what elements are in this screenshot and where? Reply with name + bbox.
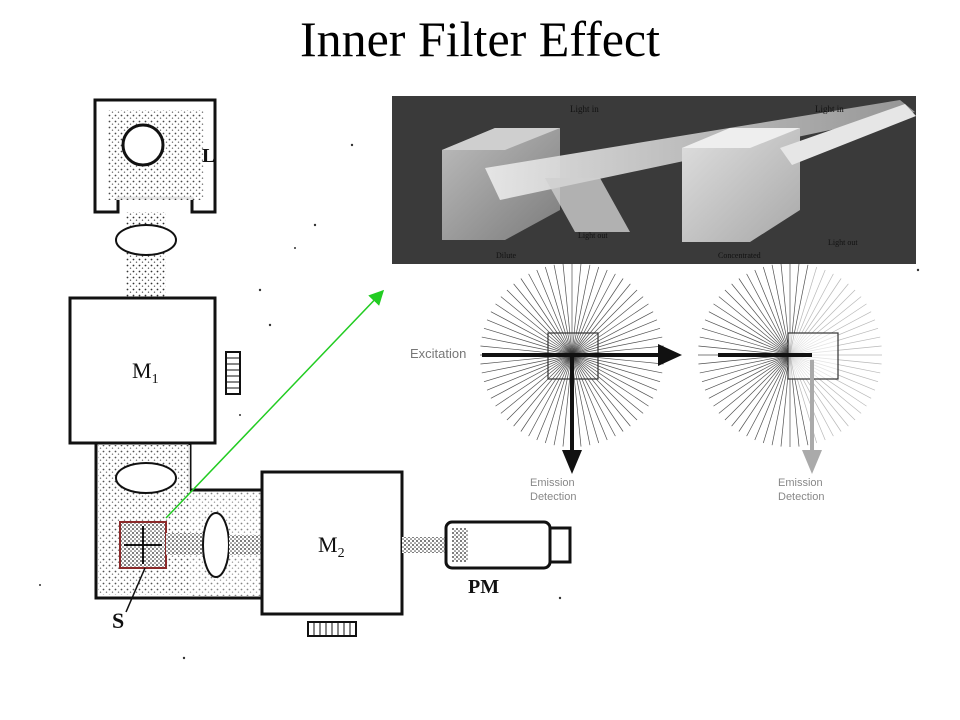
emission-label-left-2: Detection	[530, 491, 576, 503]
photo-right-caption-bottom: Concentrated	[718, 251, 761, 260]
photo-right-caption-in: Light in	[815, 104, 844, 114]
emission-label-left-1: Emission	[530, 477, 575, 489]
pointer-arrow	[165, 289, 385, 519]
emission-arrow-left	[562, 356, 582, 474]
photo-left-caption-out: Light out	[578, 231, 608, 240]
lens-3	[202, 512, 230, 578]
lens-2	[115, 462, 177, 494]
sample-label: S	[112, 608, 124, 633]
monochromator-2-knob	[307, 621, 357, 637]
emission-label-right-1: Emission	[778, 477, 823, 489]
emission-label-right-2: Detection	[778, 491, 824, 503]
beam-concentrated	[780, 104, 916, 165]
monochromator-2-label: M2	[318, 532, 345, 561]
lamp-housing	[93, 98, 217, 214]
lamp-bulb	[121, 123, 165, 167]
excitation-label: Excitation	[410, 346, 466, 361]
photo-left-caption-bottom: Dilute	[496, 251, 516, 260]
photo-panel: Light in Light out Dilute Light in Light…	[392, 96, 916, 264]
excitation-arrow-left	[482, 344, 682, 366]
monochromator-1-label: M1	[132, 358, 159, 387]
monochromator-1	[68, 296, 217, 445]
detector-label: PM	[468, 576, 499, 598]
photo-left-caption-in: Light in	[570, 104, 599, 114]
cube-concentrated	[682, 128, 800, 242]
lamp-label: L	[202, 145, 215, 167]
photomultiplier	[444, 520, 572, 570]
monochromator-2	[260, 470, 404, 616]
sample-compartment-wall	[94, 443, 262, 600]
emission-arrow-right	[802, 360, 822, 474]
lens-1	[115, 224, 177, 256]
page-title: Inner Filter Effect	[299, 11, 661, 67]
stray-dots	[39, 143, 920, 660]
photo-right-caption-out: Light out	[828, 238, 858, 247]
monochromator-1-knob	[225, 351, 241, 395]
